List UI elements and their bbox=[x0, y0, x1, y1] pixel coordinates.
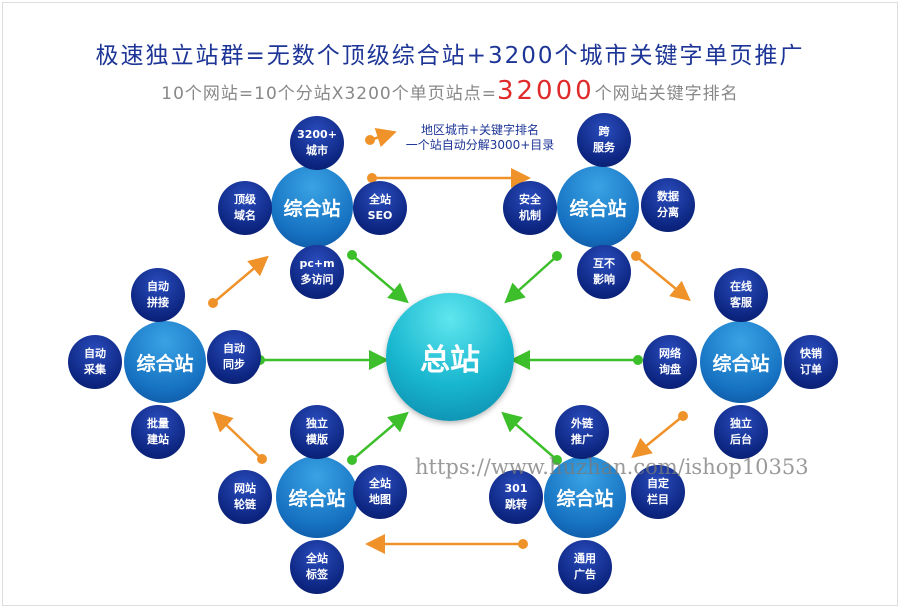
feature-node: 自动 拼接 bbox=[131, 268, 185, 322]
feature-node: 网站 轮链 bbox=[218, 470, 272, 524]
subtitle-highlight: 32000 bbox=[496, 76, 595, 106]
feature-node: 自定 栏目 bbox=[631, 465, 685, 519]
feature-node: 全站 地图 bbox=[353, 465, 407, 519]
feature-node: 独立 后台 bbox=[714, 405, 768, 459]
feature-node: 通用 广告 bbox=[558, 540, 612, 594]
feature-node: 独立 模版 bbox=[290, 405, 344, 459]
watermark: https://www.huzhan.com/ishop10353 bbox=[415, 455, 809, 479]
site-node-top-left: 综合站 bbox=[271, 166, 353, 248]
feature-node: 网络 询盘 bbox=[643, 335, 697, 389]
hub-main-site: 总站 bbox=[386, 293, 514, 421]
green-arrow bbox=[351, 254, 409, 304]
note: 地区城市+关键字排名一个站自动分解3000+目录 bbox=[380, 123, 580, 153]
green-arrow bbox=[351, 411, 409, 461]
subtitle-prefix: 10个网站=10个分站X3200个单页站点= bbox=[161, 84, 497, 104]
arrow-dot bbox=[518, 539, 528, 549]
feature-node: 跨 服务 bbox=[577, 113, 631, 167]
feature-node: 顶级 域名 bbox=[218, 181, 272, 235]
page-title: 极速独立站群=无数个顶级综合站+3200个城市关键字单页推广 bbox=[95, 43, 805, 69]
arrow-dot bbox=[678, 411, 688, 421]
arrow-dot bbox=[631, 251, 641, 261]
feature-node: 在线 客服 bbox=[714, 268, 768, 322]
orange-arrow bbox=[212, 255, 269, 304]
feature-node: 自动 同步 bbox=[207, 330, 261, 384]
feature-node: 外链 推广 bbox=[555, 405, 609, 459]
arrow-dot bbox=[257, 454, 267, 464]
feature-node: 安全 机制 bbox=[503, 181, 557, 235]
arrow-dot bbox=[552, 455, 562, 465]
green-arrow bbox=[501, 411, 558, 461]
subtitle: 10个网站=10个分站X3200个单页站点=32000个网站关键字排名 bbox=[0, 76, 900, 106]
feature-node: 数据 分离 bbox=[641, 178, 695, 232]
site-node-top-right: 综合站 bbox=[557, 166, 639, 248]
feature-node: 3200+ 城市 bbox=[290, 116, 344, 170]
arrow-dot bbox=[367, 173, 377, 183]
orange-arrow bbox=[631, 415, 684, 459]
feature-node: 自动 采集 bbox=[68, 335, 122, 389]
note-line-2: 一个站自动分解3000+目录 bbox=[405, 138, 555, 152]
site-node-bottom-right: 综合站 bbox=[544, 456, 626, 538]
arrow-dot bbox=[347, 455, 357, 465]
feature-node: pc+m 多访问 bbox=[290, 245, 344, 299]
note-line-1: 地区城市+关键字排名 bbox=[420, 123, 540, 137]
site-node-right: 综合站 bbox=[700, 321, 782, 403]
feature-node: 快销 订单 bbox=[784, 335, 838, 389]
arrow-dot bbox=[365, 135, 375, 145]
feature-node: 全站 SEO bbox=[353, 181, 407, 235]
orange-arrow bbox=[212, 411, 263, 460]
site-node-left: 综合站 bbox=[124, 321, 206, 403]
orange-arrow bbox=[635, 255, 691, 302]
feature-node: 互不 影响 bbox=[577, 245, 631, 299]
feature-node: 批量 建站 bbox=[131, 405, 185, 459]
site-node-bottom-left: 综合站 bbox=[276, 456, 358, 538]
arrow-dot bbox=[347, 250, 357, 260]
subtitle-suffix: 个网站关键字排名 bbox=[594, 84, 739, 104]
arrow-dot bbox=[208, 298, 218, 308]
feature-node: 全站 标签 bbox=[290, 540, 344, 594]
arrow-dot bbox=[552, 251, 562, 261]
green-arrow bbox=[504, 255, 558, 304]
arrow-dot bbox=[633, 355, 643, 365]
feature-node: 301 跳转 bbox=[489, 470, 543, 524]
